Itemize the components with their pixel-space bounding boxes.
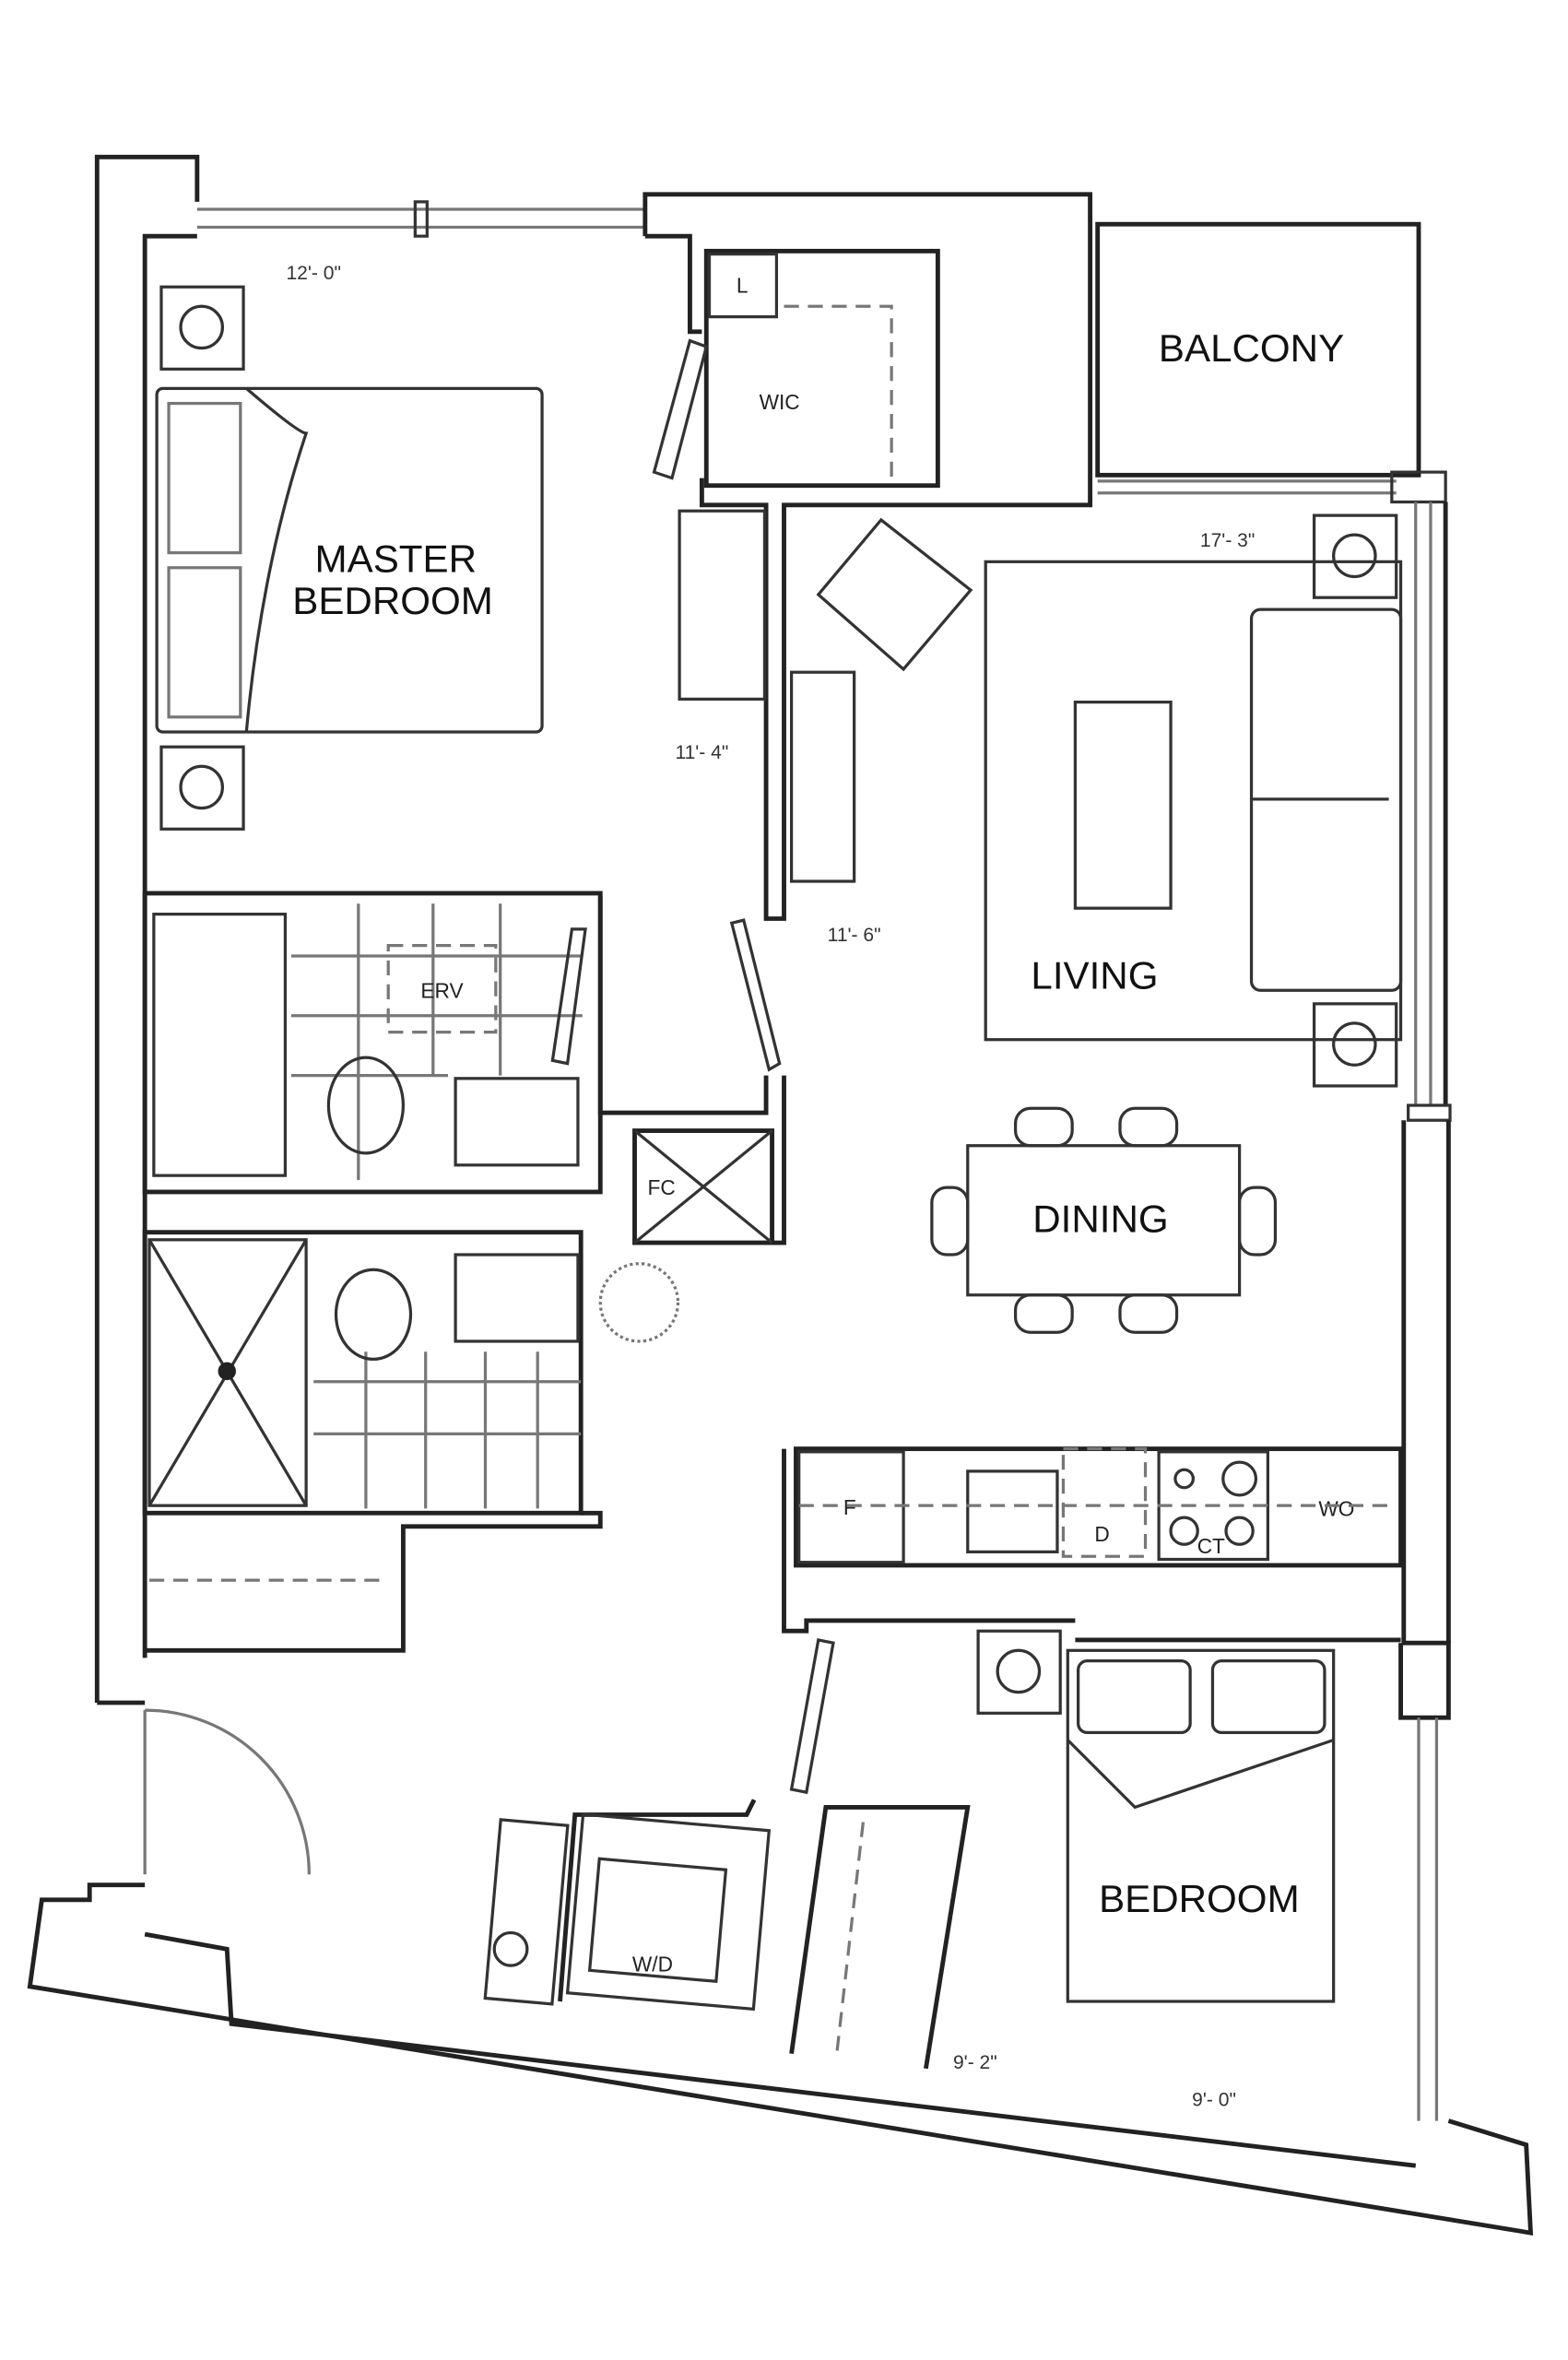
ensuite-bathroom — [142, 891, 603, 1195]
door — [729, 918, 782, 1072]
label-linen: L — [737, 274, 749, 298]
entry-door — [143, 1708, 311, 1875]
label-fridge: F — [843, 1495, 856, 1519]
kitchen: F D CT WO — [794, 1446, 1403, 1568]
room-label-wic: WIC — [760, 390, 800, 414]
plant — [598, 1262, 680, 1343]
label-wall-oven: WO — [1318, 1497, 1354, 1521]
tv-console — [789, 670, 856, 883]
label-fc: FC — [648, 1175, 676, 1199]
dim-living-depth: 11'- 6" — [828, 925, 881, 946]
fan-coil — [632, 1128, 774, 1245]
master-bed — [155, 386, 544, 734]
dim-bedroom-depth: 9'- 2" — [953, 2052, 997, 2073]
room-label-living: LIVING — [1031, 954, 1158, 997]
exterior-walls — [27, 154, 1534, 2236]
dim-living-width: 17'- 3" — [1200, 530, 1255, 551]
walk-in-closet — [703, 248, 940, 489]
label-erv: ERV — [420, 978, 464, 1002]
label-dishwasher: D — [1094, 1522, 1109, 1546]
armchair — [816, 517, 973, 672]
bedroom-bed — [1066, 1648, 1336, 2003]
label-cooktop: CT — [1197, 1534, 1225, 1558]
room-label-master-2: BEDROOM — [292, 579, 493, 622]
room-label-bedroom: BEDROOM — [1099, 1877, 1300, 1920]
room-label-balcony: BALCONY — [1159, 326, 1344, 370]
balcony-outline — [1095, 221, 1421, 478]
label-washer-dryer: W/D — [632, 1953, 673, 1976]
dim-master-width: 12'- 0" — [286, 263, 340, 284]
dim-bedroom-width: 9'- 0" — [1192, 2089, 1236, 2110]
room-label-master: MASTER — [315, 537, 477, 581]
dim-master-depth: 11'- 4" — [675, 742, 728, 763]
light-fixture — [159, 285, 245, 371]
room-label-dining: DINING — [1032, 1198, 1168, 1241]
main-bathroom — [142, 1230, 584, 1516]
